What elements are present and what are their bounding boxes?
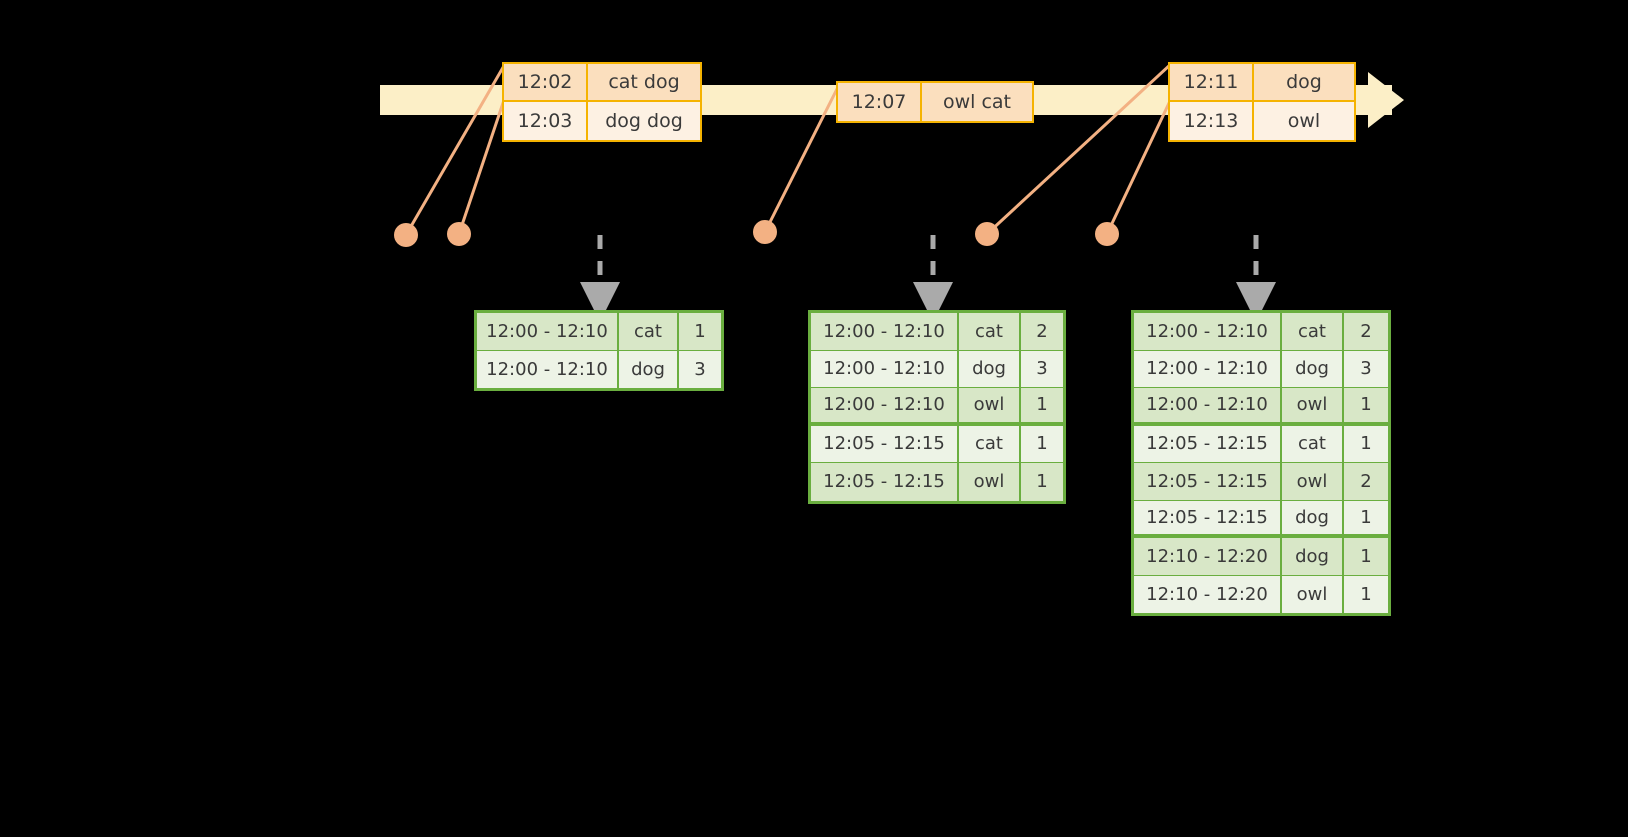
key-cell: dog	[1282, 500, 1344, 534]
event-dot-3	[753, 220, 777, 244]
event-time: 12:11	[1170, 64, 1254, 100]
window-cell: 12:00 - 12:10	[1134, 313, 1282, 350]
key-cell: owl	[1282, 463, 1344, 500]
count-cell: 1	[1360, 583, 1372, 605]
window-cell: 12:10 - 12:20	[1134, 538, 1282, 575]
window-cell: 12:05 - 12:15	[811, 463, 959, 501]
event-dot-2	[447, 222, 471, 246]
window-cell: 12:00 - 12:10	[1134, 350, 1282, 387]
event-payload: owl cat	[942, 91, 1012, 113]
key-cell: dog	[619, 350, 679, 388]
event-row: 12:02 cat dog	[504, 64, 700, 102]
event-payload: dog dog	[605, 110, 683, 132]
count-cell: 2	[1360, 470, 1372, 492]
event-box-2[interactable]: 12:07 owl cat	[836, 81, 1034, 123]
event-time: 12:13	[1170, 102, 1254, 140]
count-cell: 2	[1360, 320, 1372, 342]
key-cell: dog	[959, 350, 1021, 387]
count-cell: 1	[1360, 506, 1372, 528]
event-row: 12:11 dog	[1170, 64, 1354, 102]
key-cell: cat	[959, 425, 1021, 462]
key-cell: cat	[1282, 313, 1344, 350]
count-cell: 3	[1360, 358, 1372, 380]
count-cell: 1	[1360, 394, 1372, 416]
event-payload: cat dog	[608, 71, 680, 93]
count-cell: 1	[1036, 394, 1048, 416]
key-cell: owl	[1282, 388, 1344, 422]
window-cell: 12:00 - 12:10	[811, 313, 959, 350]
count-cell: 1	[1036, 433, 1048, 455]
count-cell: 1	[1360, 433, 1372, 455]
event-time: 12:07	[838, 83, 922, 121]
window-cell: 12:05 - 12:15	[1134, 425, 1282, 462]
key-cell: owl	[959, 463, 1021, 501]
count-cell: 3	[694, 358, 706, 380]
key-cell: owl	[959, 388, 1021, 422]
count-cell: 3	[1036, 358, 1048, 380]
event-time: 12:03	[504, 102, 588, 140]
window-cell: 12:10 - 12:20	[1134, 575, 1282, 613]
event-payload: dog	[1286, 71, 1322, 93]
key-cell: cat	[1282, 425, 1344, 462]
key-cell: cat	[619, 313, 679, 350]
key-cell: owl	[1282, 575, 1344, 613]
count-cell: 1	[1036, 471, 1048, 493]
key-cell: cat	[959, 313, 1021, 350]
timeline-arrowhead-icon	[1368, 72, 1404, 128]
window-cell: 12:00 - 12:10	[477, 313, 619, 350]
event-payload: owl	[1287, 110, 1321, 132]
event-dot-1	[394, 223, 418, 247]
window-cell: 12:05 - 12:15	[1134, 463, 1282, 500]
key-cell: dog	[1282, 538, 1344, 575]
dashed-arrows-group	[580, 235, 1276, 322]
event-row: 12:07 owl cat	[838, 83, 1032, 121]
key-cell: dog	[1282, 350, 1344, 387]
window-cell: 12:05 - 12:15	[1134, 500, 1282, 534]
connector-dots-group	[394, 220, 1119, 247]
connector-line-2	[457, 99, 506, 235]
event-box-3[interactable]: 12:11 dog 12:13 owl	[1168, 62, 1356, 142]
window-cell: 12:05 - 12:15	[811, 425, 959, 462]
event-box-1[interactable]: 12:02 cat dog 12:03 dog dog	[502, 62, 702, 142]
window-cell: 12:00 - 12:10	[811, 350, 959, 387]
count-cell: 1	[694, 320, 706, 342]
event-time: 12:02	[504, 64, 588, 100]
count-cell: 1	[1360, 545, 1372, 567]
window-cell: 12:00 - 12:10	[1134, 388, 1282, 422]
connector-line-5	[1105, 100, 1172, 235]
event-dot-4	[975, 222, 999, 246]
count-cell: 2	[1036, 320, 1048, 342]
event-dot-5	[1095, 222, 1119, 246]
window-cell: 12:00 - 12:10	[811, 388, 959, 422]
event-row: 12:13 owl	[1170, 102, 1354, 140]
window-cell: 12:00 - 12:10	[477, 350, 619, 388]
event-row: 12:03 dog dog	[504, 102, 700, 140]
